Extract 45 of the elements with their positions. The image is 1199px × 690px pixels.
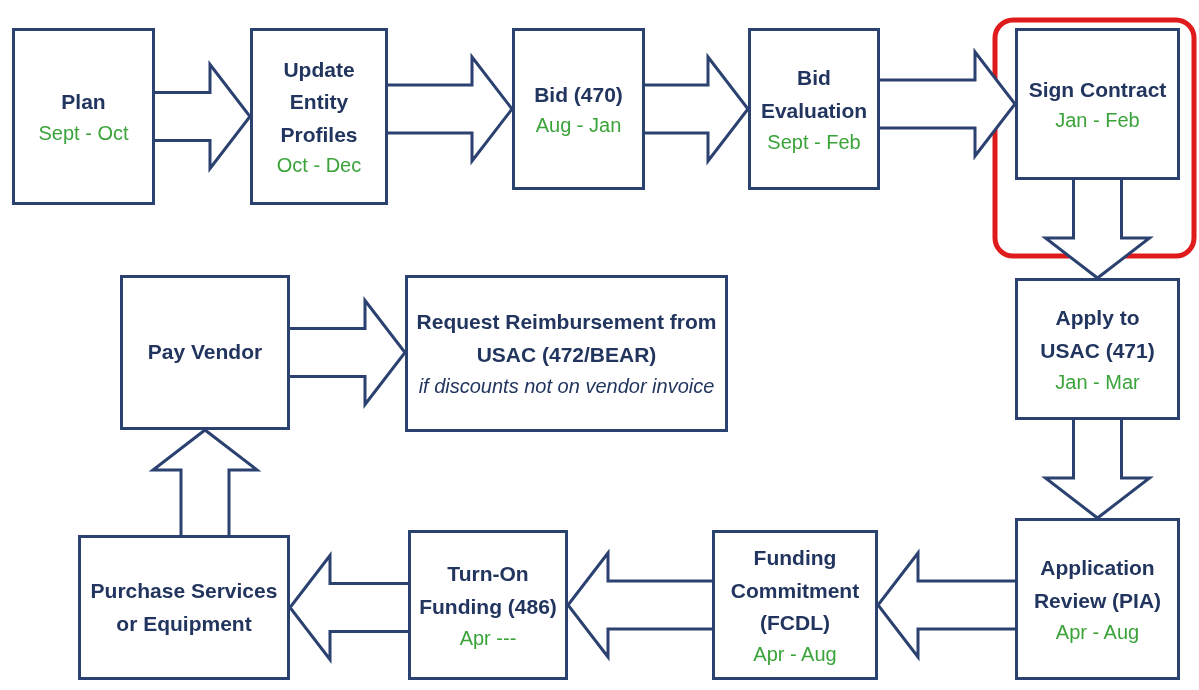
block-arrow	[1041, 178, 1154, 280]
step-title: Bid (470)	[534, 81, 623, 108]
process-box	[120, 275, 290, 430]
date-range: Apr - Aug	[1055, 619, 1140, 645]
step-title: Bid Evaluation	[759, 65, 869, 124]
block-arrow	[566, 548, 714, 662]
block-arrow	[643, 52, 750, 166]
process-box	[250, 28, 388, 205]
process-box	[1015, 28, 1180, 180]
step-title: Turn-On Funding (486)	[419, 561, 557, 620]
step-title: Sign Contract	[1028, 76, 1167, 103]
step-title: Purchase Services or Equipment	[89, 577, 279, 637]
block-arrow	[386, 52, 514, 166]
block-arrow	[288, 551, 410, 664]
step-note: if discounts not on vendor invoice	[418, 374, 715, 400]
block-arrow	[878, 47, 1017, 161]
step-title: Plan	[61, 89, 106, 116]
process-box	[78, 535, 290, 680]
process-box	[1015, 518, 1180, 680]
date-range: Apr ---	[459, 625, 517, 651]
block-arrow	[288, 296, 407, 409]
step-title: Funding Commitment (FCDL)	[729, 545, 861, 637]
step-title: Apply to USAC (471)	[1039, 305, 1156, 364]
step-title: Pay Vendor	[147, 339, 263, 366]
date-range: Aug - Jan	[535, 113, 622, 139]
step-title: Update Entity Profiles	[279, 56, 359, 148]
process-box	[405, 275, 728, 432]
process-box	[748, 28, 880, 190]
block-arrow	[153, 60, 252, 173]
block-arrow	[148, 428, 262, 537]
date-range: Jan - Feb	[1055, 108, 1140, 134]
date-range: Jan - Mar	[1055, 369, 1140, 395]
process-box	[712, 530, 878, 680]
date-range: Sept - Feb	[767, 129, 861, 155]
block-arrow	[876, 548, 1017, 662]
date-range: Oct - Dec	[276, 153, 362, 179]
process-box	[408, 530, 568, 680]
process-box	[512, 28, 645, 190]
step-title: Application Review (PIA)	[1032, 555, 1163, 614]
step-title: Request Reimbursement from USAC (472/BEAR)	[416, 308, 717, 368]
date-range: Sept - Oct	[38, 120, 129, 146]
process-box	[1015, 278, 1180, 420]
process-box	[12, 28, 155, 205]
date-range: Apr - Aug	[753, 641, 837, 667]
block-arrow	[1041, 418, 1154, 520]
